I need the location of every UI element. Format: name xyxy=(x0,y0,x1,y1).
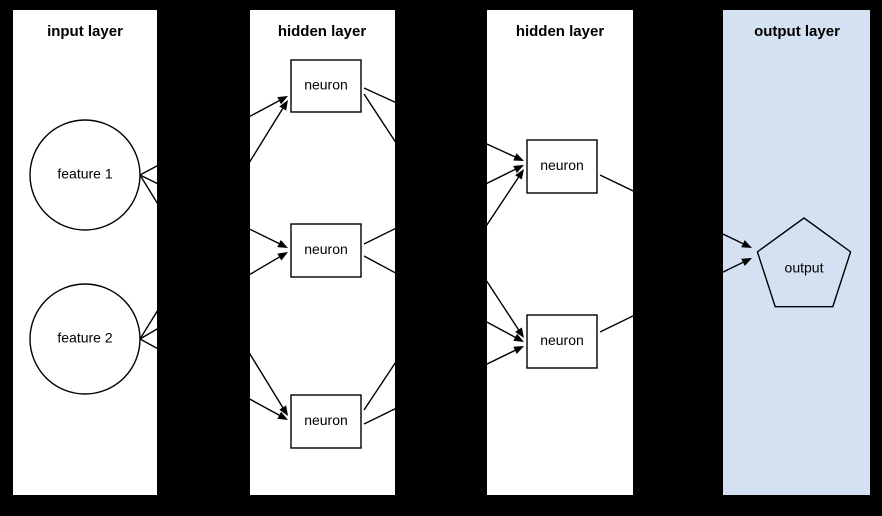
connection-feature-2-to-h1-neuron-1 xyxy=(139,100,288,340)
node-h1-neuron-3[interactable]: neuron xyxy=(290,394,362,449)
nodes-group: feature 1 feature 2 neuron neuron neuron neur… xyxy=(29,59,852,449)
node-label: neuron xyxy=(540,157,584,173)
node-label: feature 2 xyxy=(57,330,112,346)
connection-line xyxy=(139,106,285,340)
connection-h2-neuron-1-to-output-node xyxy=(599,174,752,248)
node-shape-rect xyxy=(290,394,362,449)
connection-feature-1-to-h1-neuron-2 xyxy=(139,174,288,248)
layer-panels-group xyxy=(13,10,870,495)
arrowhead-icon xyxy=(513,153,524,161)
layer-title-hidden-2: hidden layer xyxy=(516,23,605,40)
layer-title-output: output layer xyxy=(754,23,840,40)
node-shape-circle xyxy=(29,283,141,395)
arrowhead-icon xyxy=(515,169,524,180)
arrowhead-icon xyxy=(513,165,524,174)
connection-line xyxy=(139,98,282,176)
connection-line xyxy=(363,93,521,333)
arrowhead-icon xyxy=(513,346,524,354)
node-h1-neuron-1[interactable]: neuron xyxy=(290,59,362,113)
node-shape-circle xyxy=(29,119,141,231)
connection-line xyxy=(363,348,518,425)
arrowhead-icon xyxy=(513,333,524,342)
arrowhead-icon xyxy=(741,258,752,266)
connection-h1-neuron-3-to-h2-neuron-1 xyxy=(363,169,524,411)
node-feature-2[interactable]: feature 2 xyxy=(29,283,141,395)
node-shape-rect xyxy=(526,314,598,369)
connection-h1-neuron-1-to-h2-neuron-1 xyxy=(363,87,524,161)
node-shape-rect xyxy=(526,139,598,194)
connection-line xyxy=(363,167,518,245)
connection-h1-neuron-3-to-h2-neuron-2 xyxy=(363,346,524,425)
connection-line xyxy=(599,174,746,246)
layer-panel-output xyxy=(723,10,870,495)
arrowhead-icon xyxy=(277,96,288,105)
connection-line xyxy=(363,255,518,340)
layer-panel-input xyxy=(13,10,157,495)
node-h1-neuron-2[interactable]: neuron xyxy=(290,223,362,278)
connections-group xyxy=(139,87,752,425)
connection-line xyxy=(139,174,285,410)
connection-feature-2-to-h1-neuron-3 xyxy=(139,338,288,420)
arrowhead-icon xyxy=(279,100,288,111)
connection-feature-2-to-h1-neuron-2 xyxy=(139,252,288,340)
node-h2-neuron-1[interactable]: neuron xyxy=(526,139,598,194)
connection-feature-1-to-h1-neuron-1 xyxy=(139,96,288,176)
node-output-node[interactable]: output xyxy=(756,217,852,308)
layer-title-hidden-1: hidden layer xyxy=(278,23,367,40)
connection-h1-neuron-2-to-h2-neuron-2 xyxy=(363,255,524,342)
connection-line xyxy=(599,260,746,333)
connection-h1-neuron-1-to-h2-neuron-2 xyxy=(363,93,524,338)
arrowhead-icon xyxy=(279,405,288,416)
node-shape-rect xyxy=(290,59,362,113)
connection-line xyxy=(363,87,518,159)
layer-title-input: input layer xyxy=(47,23,123,40)
connection-h2-neuron-2-to-output-node xyxy=(599,258,752,333)
arrowhead-icon xyxy=(277,411,288,420)
connection-feature-1-to-h1-neuron-3 xyxy=(139,174,288,416)
arrowhead-icon xyxy=(741,240,752,248)
connection-h1-neuron-2-to-h2-neuron-1 xyxy=(363,165,524,245)
node-shape-pentagon xyxy=(756,217,852,308)
node-label: neuron xyxy=(304,412,348,428)
connection-line xyxy=(363,174,521,411)
node-label: neuron xyxy=(540,332,584,348)
connection-line xyxy=(139,255,282,340)
arrowhead-icon xyxy=(515,327,524,338)
node-label: neuron xyxy=(304,77,348,93)
arrowhead-icon xyxy=(277,252,288,261)
connection-line xyxy=(139,174,282,246)
arrowhead-icon xyxy=(277,239,288,248)
node-feature-1[interactable]: feature 1 xyxy=(29,119,141,231)
connection-line xyxy=(139,338,282,418)
node-label: output xyxy=(785,260,824,276)
node-h2-neuron-2[interactable]: neuron xyxy=(526,314,598,369)
node-shape-rect xyxy=(290,223,362,278)
layer-panel-hidden-2 xyxy=(487,10,633,495)
node-label: feature 1 xyxy=(57,166,112,182)
node-label: neuron xyxy=(304,241,348,257)
layer-titles-group: input layer hidden layer hidden layer outpu… xyxy=(47,23,840,40)
